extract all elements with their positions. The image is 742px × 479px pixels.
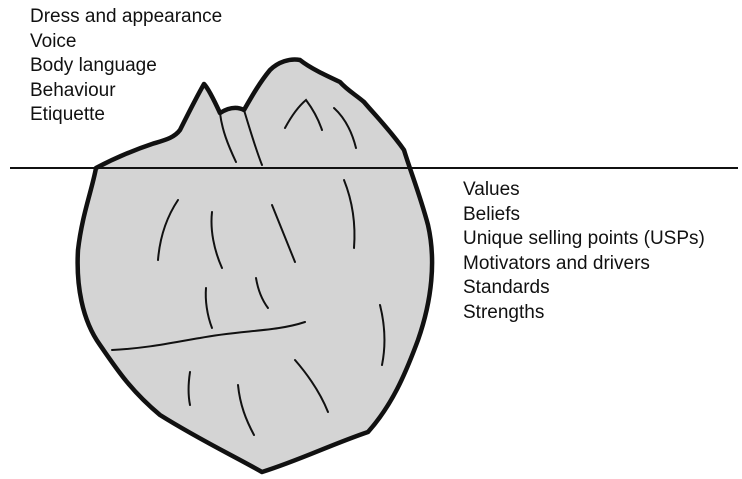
iceberg-shape — [75, 57, 435, 475]
list-item: Etiquette — [30, 104, 105, 125]
list-item: Unique selling points (USPs) — [463, 228, 705, 249]
above-waterline-list: Dress and appearance Voice Body language… — [30, 5, 222, 128]
list-item: Motivators and drivers — [463, 252, 650, 274]
list-item: Behaviour — [30, 79, 116, 101]
iceberg-contours — [111, 98, 386, 436]
below-waterline-list: Values Beliefs Unique selling points (US… — [463, 178, 705, 325]
list-item: Standards — [463, 277, 550, 298]
list-item: Dress and appearance — [30, 6, 223, 27]
list-item: Voice — [30, 30, 77, 52]
list-item: Strengths — [463, 301, 545, 323]
list-item: Body language — [30, 55, 157, 76]
list-item: Values — [463, 179, 520, 200]
list-item: Beliefs — [463, 203, 521, 225]
